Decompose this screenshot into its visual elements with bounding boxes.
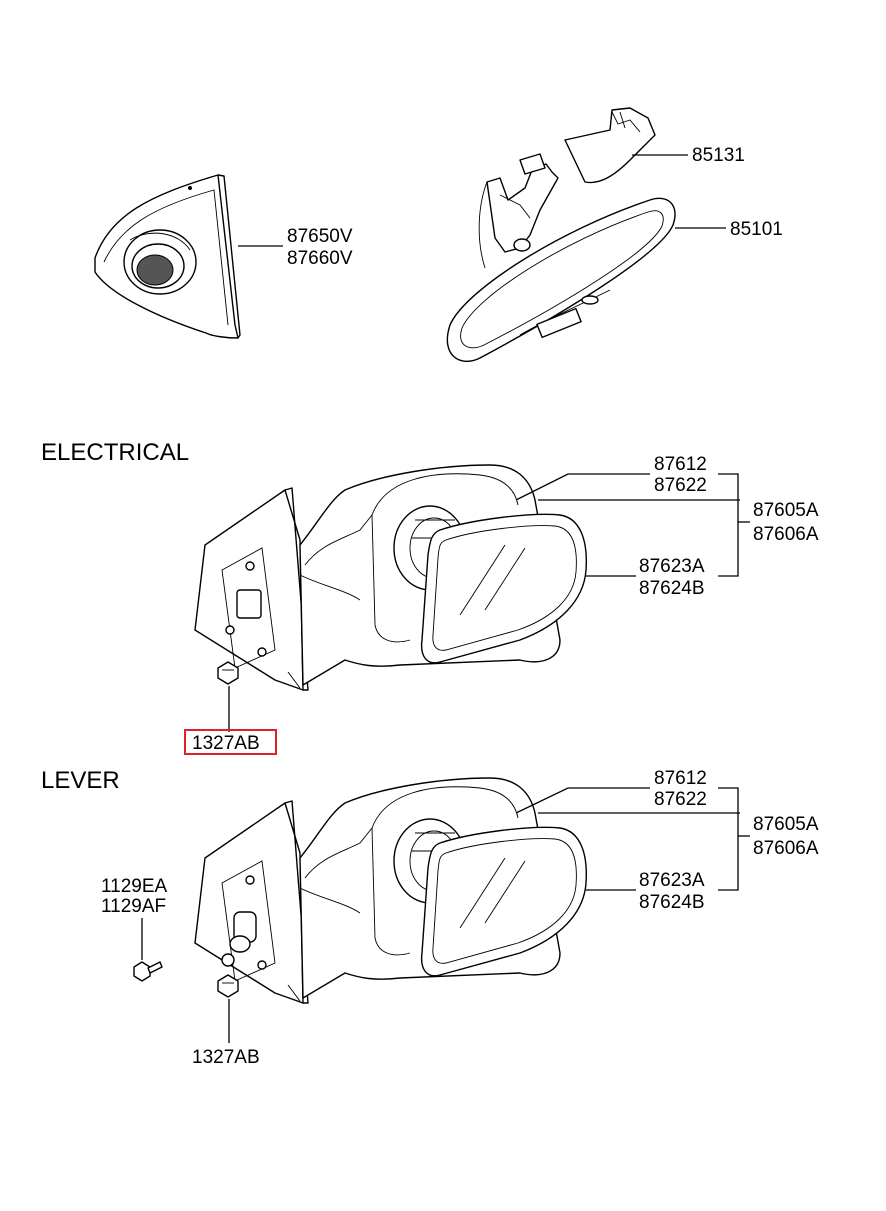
label-lever-87605A[interactable]: 87605A — [753, 814, 819, 835]
label-electrical-87612[interactable]: 87612 — [654, 454, 707, 475]
label-electrical-1327AB[interactable]: 1327AB — [192, 733, 260, 754]
label-87650V[interactable]: 87650V — [287, 226, 353, 247]
label-lever-87606A[interactable]: 87606A — [753, 838, 819, 859]
label-electrical-87606A[interactable]: 87606A — [753, 524, 819, 545]
lever-leader-lines — [141, 787, 750, 1043]
label-electrical-87605A[interactable]: 87605A — [753, 500, 819, 521]
label-lever-87622[interactable]: 87622 — [654, 789, 707, 810]
label-85101[interactable]: 85101 — [730, 219, 783, 240]
label-lever-87612[interactable]: 87612 — [654, 768, 707, 789]
label-electrical-87622[interactable]: 87622 — [654, 475, 707, 496]
inside-mirror-part[interactable] — [446, 153, 676, 363]
label-lever-1129EA[interactable]: 1129EA — [101, 876, 168, 897]
label-electrical-87624B[interactable]: 87624B — [639, 578, 705, 599]
section-title-lever: LEVER — [41, 767, 120, 794]
label-lever-1129AF[interactable]: 1129AF — [101, 896, 166, 917]
lever-bolt-part[interactable] — [133, 961, 163, 982]
label-85131[interactable]: 85131 — [692, 145, 745, 166]
label-lever-1327AB[interactable]: 1327AB — [192, 1047, 260, 1068]
label-87660V[interactable]: 87660V — [287, 248, 353, 269]
label-lever-87624B[interactable]: 87624B — [639, 892, 705, 913]
tweeter-trim-part[interactable] — [94, 174, 241, 339]
electrical-nut-part[interactable] — [217, 661, 239, 685]
label-lever-87623A[interactable]: 87623A — [639, 870, 705, 891]
lever-nut-part[interactable] — [217, 974, 239, 998]
electrical-mirror-glass[interactable] — [420, 513, 587, 664]
mirror-cover-part[interactable] — [564, 107, 656, 184]
lever-mirror-glass[interactable] — [420, 826, 587, 977]
electrical-leader-lines — [228, 473, 750, 732]
label-electrical-87623A[interactable]: 87623A — [639, 556, 705, 577]
selected-part-highlight — [184, 729, 277, 755]
section-title-electrical: ELECTRICAL — [41, 439, 189, 466]
